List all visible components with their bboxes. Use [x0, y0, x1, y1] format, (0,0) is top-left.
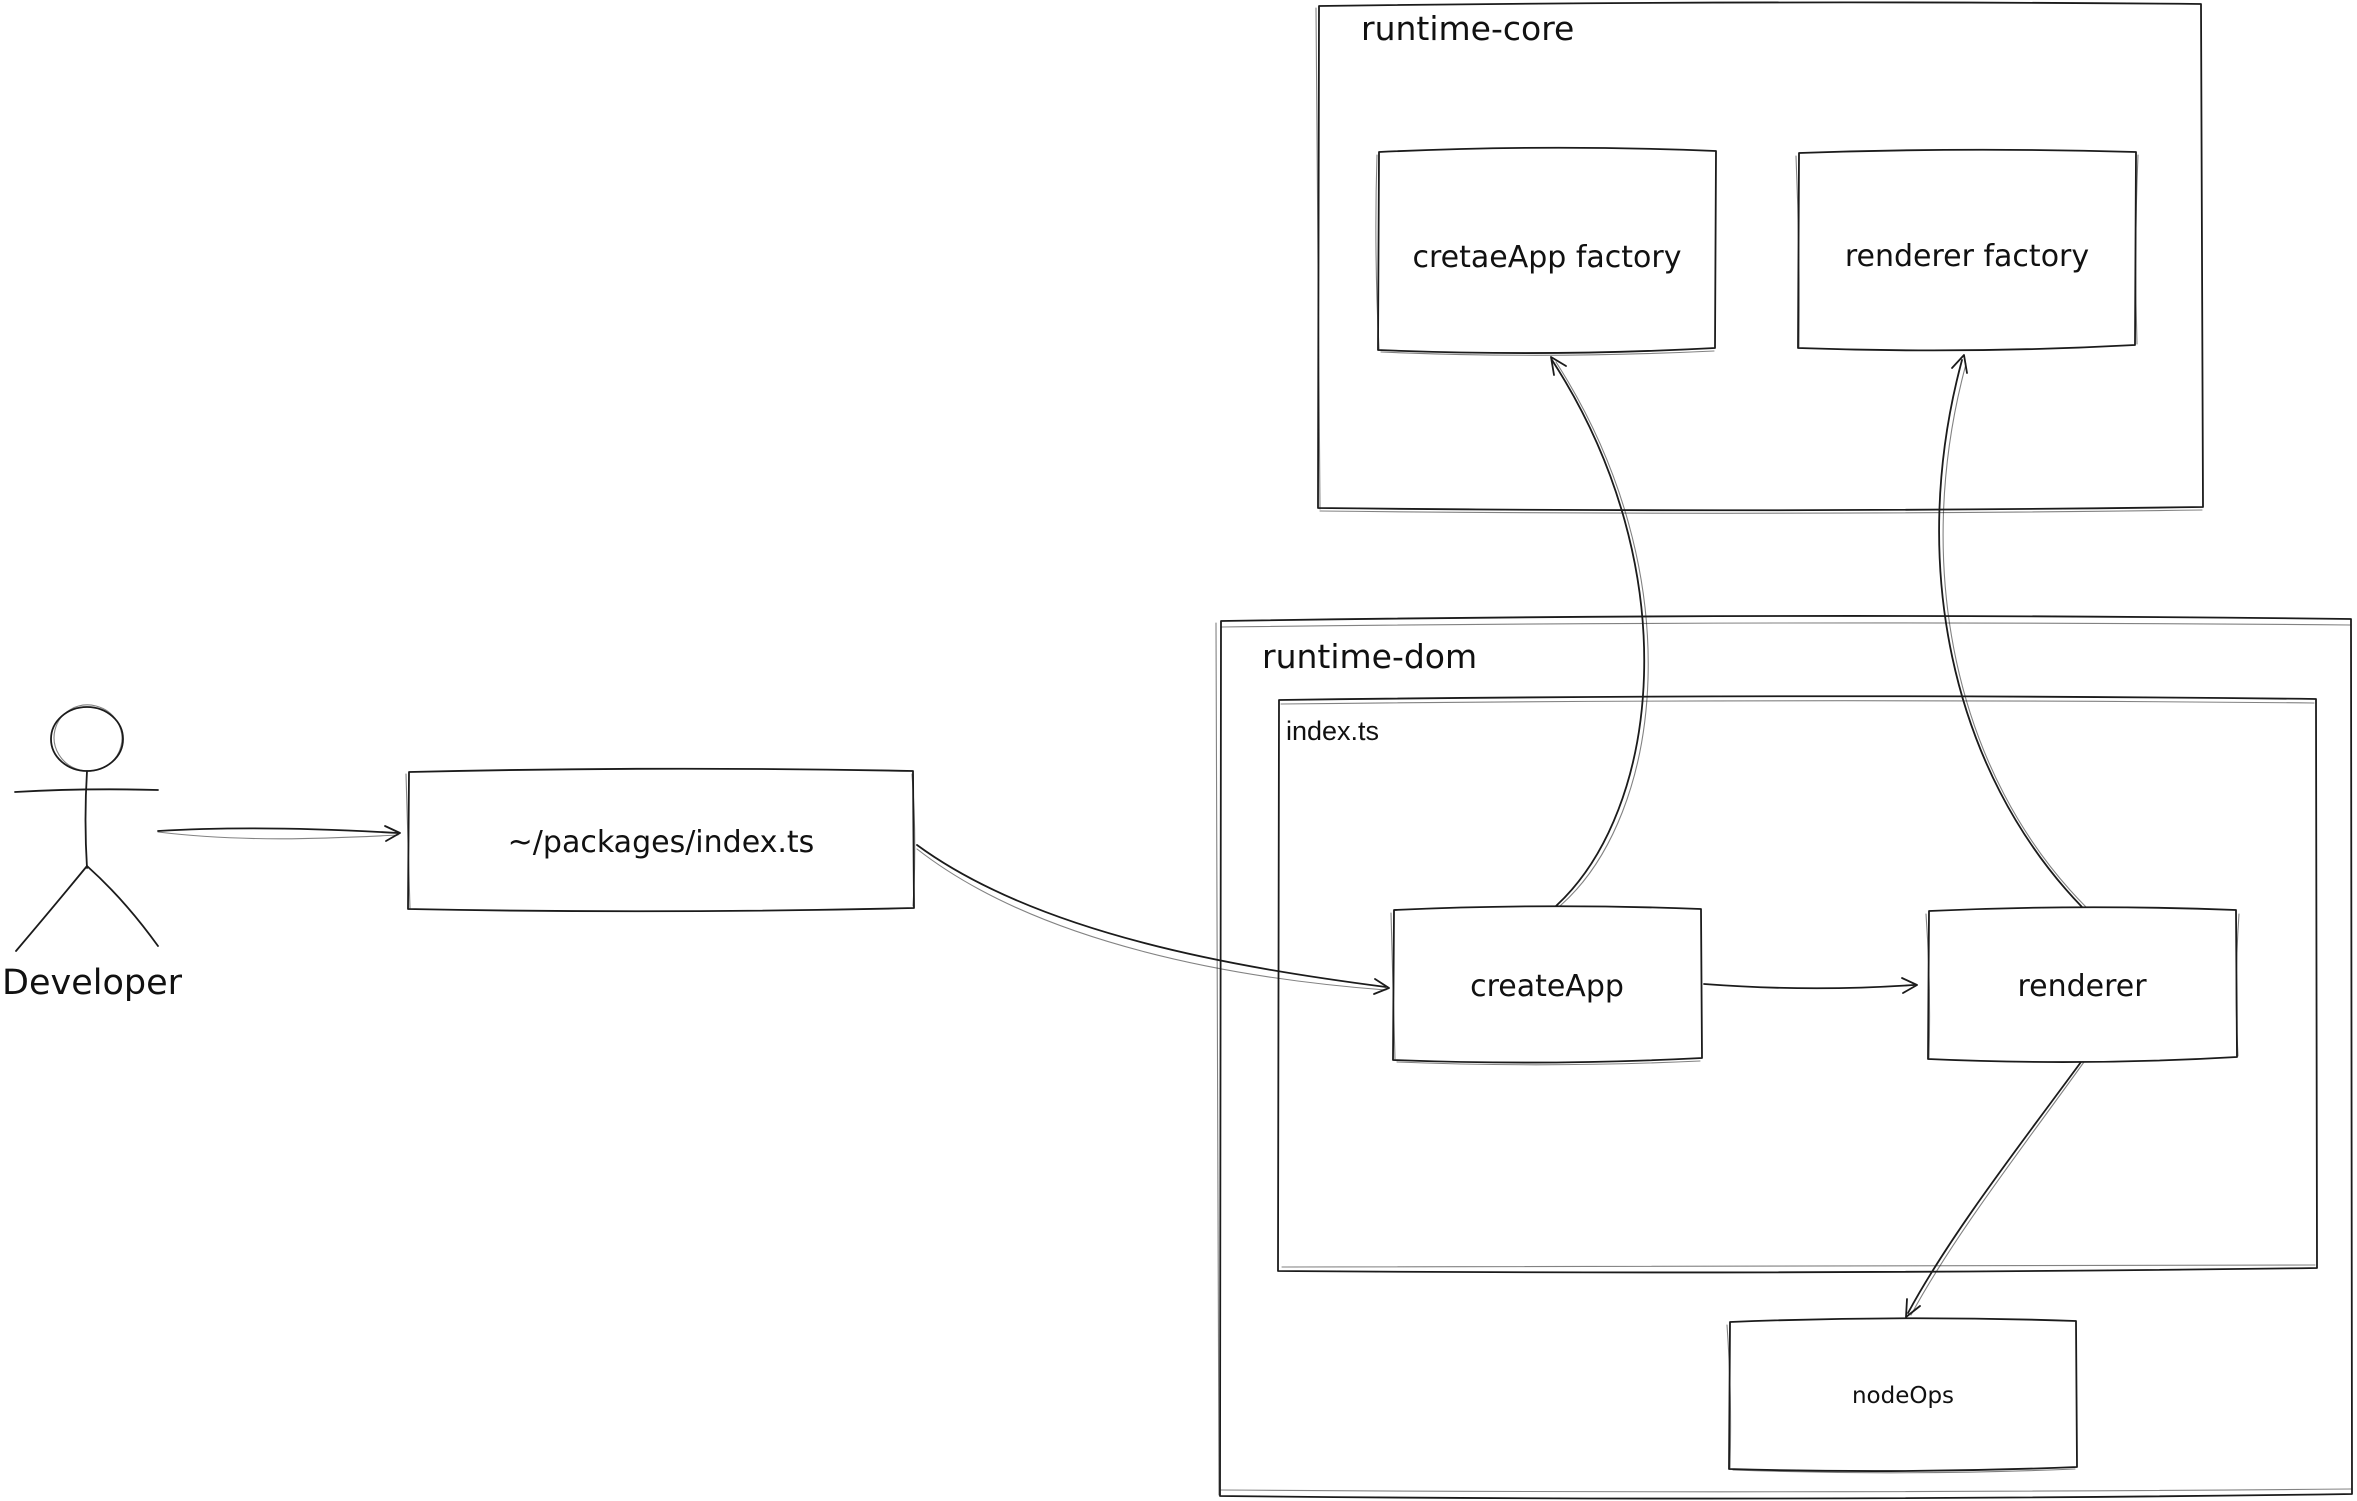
runtime-core-border-echo	[1315, 7, 2203, 514]
node-create-app[interactable]: createApp	[1390, 905, 1703, 1066]
node-label: createApp	[1470, 969, 1624, 1004]
node-border	[1927, 906, 2238, 1063]
stick-figure-head-echo	[53, 704, 123, 772]
edge-create-app-to-cretae-app-factory[interactable]	[1550, 356, 1649, 907]
node-border	[407, 767, 915, 913]
edge-renderer-to-node-ops[interactable]	[1905, 1061, 2085, 1318]
actor-developer[interactable]: Developer	[2, 698, 183, 1003]
node-border-echo	[1726, 1324, 2076, 1474]
node-border-echo	[1925, 913, 2240, 1059]
container-runtime-core[interactable]: runtime-core	[1315, 1, 2204, 514]
runtime-dom-title: runtime-dom	[1262, 637, 1477, 676]
edge-line	[157, 827, 399, 834]
node-border-echo	[405, 773, 916, 910]
node-border-echo	[1795, 154, 2139, 348]
node-packages-index[interactable]: ~/packages/index.ts	[405, 767, 916, 913]
index-ts-border	[1277, 695, 2318, 1274]
runtime-core-border	[1317, 1, 2204, 512]
node-label: cretaeApp factory	[1412, 240, 1681, 275]
runtime-dom-border	[1219, 615, 2353, 1500]
runtime-dom-border-echo	[1215, 622, 2352, 1496]
edge-packages-index-to-create-app[interactable]	[916, 844, 1390, 995]
node-border	[1728, 1317, 2078, 1472]
node-label: renderer factory	[1845, 239, 2089, 274]
node-border-echo	[1390, 912, 1701, 1066]
arrowhead-icon	[1901, 977, 1918, 994]
edge-line	[1703, 983, 1915, 990]
arrowhead-icon	[1373, 978, 1390, 995]
edge-line-echo	[1555, 361, 1649, 907]
node-label: ~/packages/index.ts	[508, 825, 815, 860]
node-border	[1377, 146, 1717, 354]
edge-line	[916, 844, 1387, 988]
node-node-ops[interactable]: nodeOps	[1726, 1317, 2078, 1474]
node-cretae-app-factory[interactable]: cretaeApp factory	[1375, 146, 1717, 356]
runtime-core-title: runtime-core	[1361, 9, 1574, 48]
arrowhead-icon	[384, 825, 401, 842]
edge-line-echo	[916, 848, 1387, 991]
arrowhead-icon	[1550, 356, 1567, 376]
index-ts-title: index.ts	[1286, 716, 1379, 746]
node-renderer-factory[interactable]: renderer factory	[1795, 148, 2139, 352]
node-label: nodeOps	[1852, 1383, 1954, 1409]
container-runtime-dom[interactable]: runtime-dom	[1215, 615, 2353, 1500]
edge-renderer-to-renderer-factory[interactable]	[1938, 354, 2087, 908]
edge-line-echo	[157, 831, 399, 840]
edge-developer-to-packages-index[interactable]	[157, 825, 401, 842]
node-border	[1392, 905, 1703, 1064]
node-label: renderer	[2017, 969, 2147, 1004]
edge-line	[1938, 359, 2083, 908]
node-border-echo	[1375, 154, 1715, 356]
edge-line	[1907, 1061, 2082, 1314]
arrowhead-icon	[1905, 1298, 1921, 1318]
edge-create-app-to-renderer[interactable]	[1703, 977, 1918, 994]
edge-line-echo	[1910, 1061, 2085, 1316]
node-border	[1797, 148, 2137, 352]
index-ts-border-echo	[1280, 700, 2316, 1268]
actor-label: Developer	[2, 963, 183, 1003]
stick-figure-legs	[15, 865, 159, 952]
edge-line-echo	[1942, 363, 2087, 908]
container-index-ts[interactable]: index.ts	[1277, 695, 2318, 1274]
stick-figure-body	[84, 770, 88, 869]
node-renderer[interactable]: renderer	[1925, 906, 2240, 1063]
stick-figure-arms	[14, 788, 159, 793]
edge-line	[1551, 359, 1646, 907]
arrowhead-icon	[1951, 354, 1968, 374]
